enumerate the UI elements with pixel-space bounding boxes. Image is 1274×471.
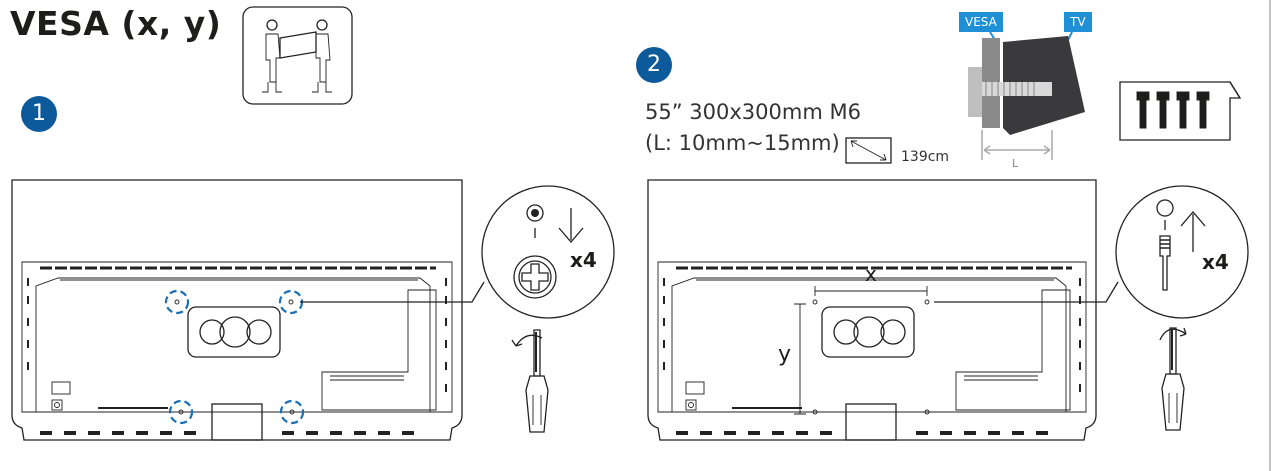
step-badge-1: 1 — [21, 96, 57, 132]
x-dimension-label: x — [865, 262, 877, 286]
y-dimension-label: y — [778, 342, 792, 367]
spec-vesa-line: 55” 300x300mm M6 — [645, 100, 861, 124]
step-badge-2: 2 — [636, 47, 672, 83]
spec-length-line: (L: 10mm~15mm) — [645, 131, 840, 155]
tv-tag: TV — [1064, 12, 1092, 32]
page-title: VESA (x, y) — [10, 4, 222, 43]
screw-count-left: x4 — [570, 248, 597, 272]
vesa-tag: VESA — [959, 12, 1003, 32]
screen-size-label: 139cm — [901, 149, 950, 165]
screw-count-right: x4 — [1202, 250, 1229, 274]
length-label: L — [1012, 157, 1019, 170]
